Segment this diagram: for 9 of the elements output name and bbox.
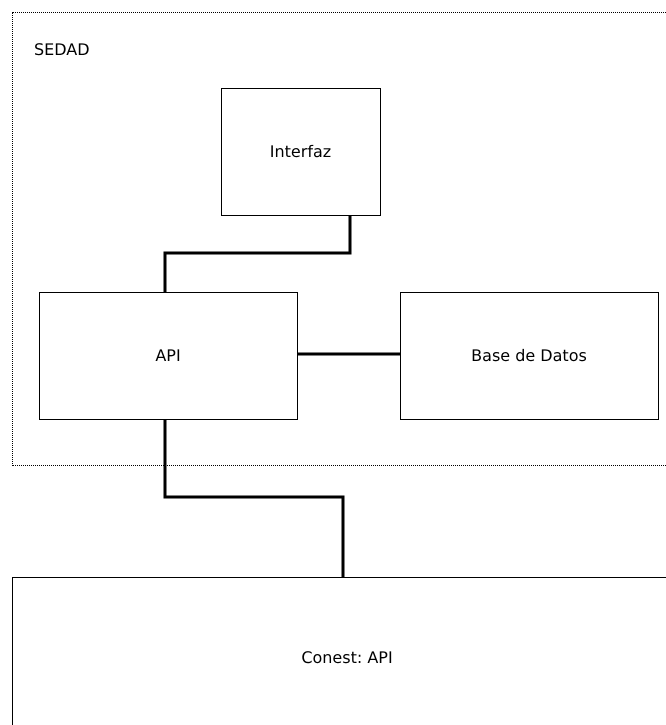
component-box: Conest: API xyxy=(12,577,666,725)
component-box: Interfaz xyxy=(220,88,380,216)
connector-line xyxy=(164,216,352,292)
component-box: API xyxy=(38,292,298,420)
group-title: SEDAD xyxy=(34,40,90,59)
connector-line xyxy=(298,352,400,356)
group-frame xyxy=(12,12,666,466)
component-box: Base de Datos xyxy=(400,292,658,420)
connector-line xyxy=(164,420,344,577)
